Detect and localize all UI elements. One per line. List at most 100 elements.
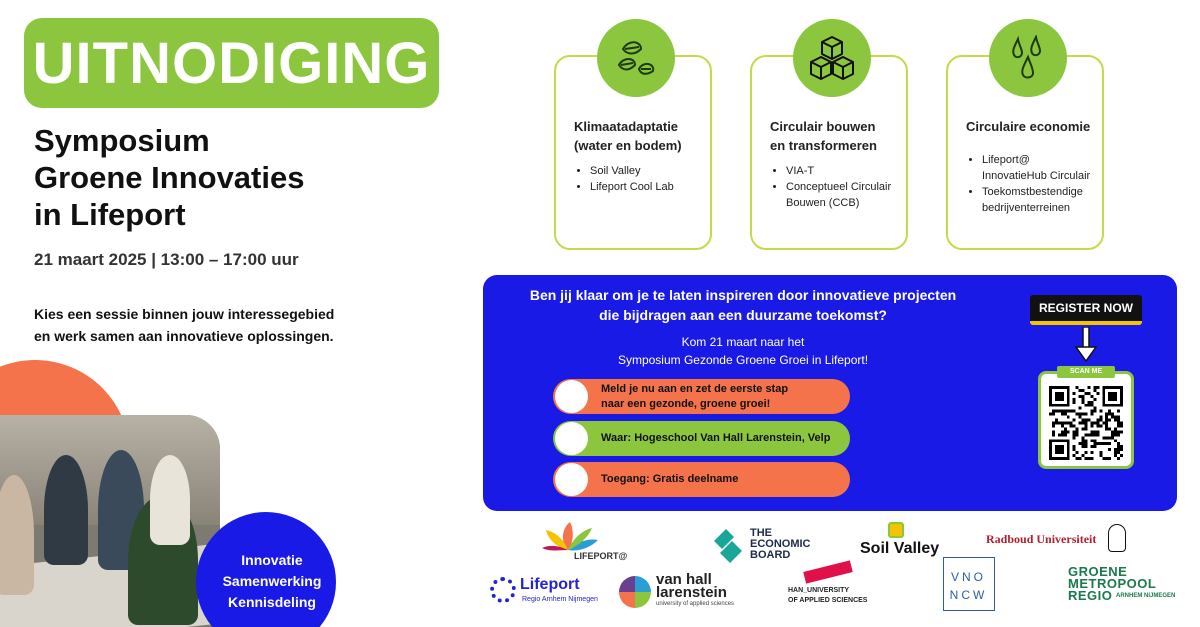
panel-question: Ben jij klaar om je te laten inspireren … — [483, 285, 1003, 325]
logo-text: METROPOOL — [1068, 576, 1157, 591]
logo-subtext: Regio Arnhem Nijmegen — [522, 596, 598, 603]
tags: Innovatie Samenwerking Kennisdeling — [222, 550, 322, 613]
list-item: Soil Valley — [590, 163, 700, 179]
event-date: 21 maart 2025 | 13:00 – 17:00 uur — [34, 250, 299, 269]
panel-sub-line: Kom 21 maart naar het — [681, 335, 805, 349]
logo-economic-board: THE ECONOMIC BOARD — [710, 527, 820, 569]
panel-subtext: Kom 21 maart naar het Symposium Gezonde … — [483, 333, 1003, 369]
intro-text: Kies een sessie binnen jouw interessegeb… — [34, 303, 334, 347]
cta-row-text: Toegang: Gratis deelname — [601, 472, 738, 487]
cta-row-line: naar een gezonde, groene groei! — [601, 397, 771, 410]
lifeport-at-flower-icon — [542, 522, 598, 551]
logo-text: GROENE — [1068, 564, 1128, 579]
soil-valley-icon — [888, 522, 904, 538]
badge-label: UITNODIGING — [32, 30, 431, 96]
session-card-circulaire-economie: Circulaire economie Lifeport@ InnovatieH… — [946, 19, 1104, 250]
cta-row-location: Waar: Hogeschool Van Hall Larenstein, Ve… — [553, 421, 850, 456]
logo-text: van hall — [656, 571, 712, 588]
logo-text: VNO — [950, 570, 986, 584]
logo-text: Radboud Universiteit — [986, 532, 1097, 546]
card-title-line: (water en bodem) — [574, 138, 682, 153]
qr-code[interactable]: SCAN ME — [1038, 366, 1134, 469]
logo-text: THE — [750, 527, 772, 539]
panel-question-line: Ben jij klaar om je te laten inspireren … — [529, 287, 957, 303]
list-item: Lifeport@ InnovatieHub Circulair — [982, 152, 1092, 184]
cta-row-access: Toegang: Gratis deelname — [553, 462, 850, 497]
tag-samenwerking: Samenwerking — [222, 573, 322, 589]
card-title-line: Circulaire economie — [966, 119, 1091, 134]
han-stripe-icon — [803, 560, 853, 584]
card-list: VIA-T Conceptueel Circulair Bouwen (CCB) — [770, 163, 896, 211]
cta-row-line: Meld je nu aan en zet de eerste stap — [601, 382, 789, 395]
qr-code-image — [1049, 386, 1123, 460]
list-item: Lifeport Cool Lab — [590, 179, 700, 195]
lifeport-sun-icon — [490, 577, 516, 603]
decorative-blue-circle — [196, 512, 336, 627]
cta-row-text: Waar: Hogeschool Van Hall Larenstein, Ve… — [601, 431, 830, 446]
van-hall-globe-icon — [619, 576, 651, 608]
radboud-crest-icon — [1108, 524, 1126, 552]
logo-text: BOARD — [750, 549, 791, 561]
logo-text: REGIO — [1068, 588, 1113, 603]
event-title-line: in Lifeport — [34, 197, 186, 232]
event-title-line: Groene Innovaties — [34, 160, 305, 195]
logo-text: OF APPLIED SCIENCES — [788, 597, 868, 604]
logo-text: Soil Valley — [860, 540, 940, 557]
tag-innovatie: Innovatie — [241, 552, 303, 568]
register-now-button[interactable]: REGISTER NOW — [1030, 295, 1142, 325]
logo-radboud: Radboud Universiteit — [986, 524, 1132, 554]
card-title-line: Klimaatadaptatie — [574, 119, 679, 134]
photo-person — [0, 475, 34, 595]
session-card-circulair-bouwen: Circulair bouwen en transformeren VIA-T … — [750, 19, 908, 250]
logo-text: NCW — [949, 588, 988, 602]
session-card-klimaat: Klimaatadaptatie (water en bodem) Soil V… — [554, 19, 712, 250]
scan-me-label: SCAN ME — [1057, 366, 1115, 378]
card-list: Lifeport@ InnovatieHub Circulair Toekoms… — [966, 152, 1092, 216]
photo-person — [44, 455, 88, 565]
logo-lifeport: Lifeport Regio Arnhem Nijmegen — [490, 574, 602, 608]
logo-van-hall-larenstein: van hall larenstein university of applie… — [618, 571, 758, 611]
photo-person — [150, 455, 190, 545]
drops-icon — [989, 19, 1067, 97]
arrow-down-icon — [1075, 327, 1097, 363]
bullet-circle — [555, 422, 588, 455]
bullet-circle — [555, 463, 588, 496]
cta-row-signup[interactable]: Meld je nu aan en zet de eerste stap naa… — [553, 379, 850, 414]
logo-subtext: ARNHEM NIJMEGEN — [1116, 593, 1176, 599]
card-title: Circulaire economie — [966, 117, 1092, 136]
list-item: VIA-T — [786, 163, 896, 179]
list-item: Toekomstbestendige bedrijventerreinen — [982, 184, 1092, 216]
list-item: Conceptueel Circulair Bouwen (CCB) — [786, 179, 896, 211]
logo-vno-ncw: VNO NCW — [943, 557, 995, 611]
workshop-photo — [0, 415, 220, 627]
logo-subtext: university of applied sciences — [656, 601, 735, 607]
event-title: Symposium Groene Innovaties in Lifeport — [34, 122, 414, 233]
panel-question-line: die bijdragen aan een duurzame toekomst? — [599, 307, 887, 323]
leaves-icon — [597, 19, 675, 97]
logo-text: LIFEPORT@ — [574, 551, 628, 561]
card-title-line: Circulair bouwen — [770, 119, 876, 134]
card-title: Circulair bouwen en transformeren — [770, 117, 896, 155]
cubes-icon — [793, 19, 871, 97]
logo-text: larenstein — [656, 584, 727, 601]
logo-han: HAN_UNIVERSITY OF APPLIED SCIENCES — [788, 560, 878, 608]
card-title: Klimaatadaptatie (water en bodem) — [574, 117, 700, 155]
logo-text: Lifeport — [520, 576, 580, 593]
logo-text: HAN_UNIVERSITY — [788, 587, 850, 594]
logo-lifeport-at: LIFEPORT@ — [540, 520, 630, 565]
economic-board-icon — [714, 529, 742, 563]
logo-text: ECONOMIC — [750, 538, 811, 550]
tag-kennisdeling: Kennisdeling — [228, 594, 316, 610]
bullet-circle — [555, 380, 588, 413]
cta-row-line: Toegang: Gratis deelname — [601, 473, 739, 485]
registration-panel: Ben jij klaar om je te laten inspireren … — [483, 275, 1177, 511]
intro-line: Kies een sessie binnen jouw interessegeb… — [34, 306, 335, 322]
logo-groene-metropool: GROENE METROPOOL REGIO ARNHEM NIJMEGEN — [1068, 564, 1176, 606]
card-list: Soil Valley Lifeport Cool Lab — [574, 163, 700, 195]
cta-row-text: Meld je nu aan en zet de eerste stap naa… — [601, 382, 788, 412]
uitnodiging-badge: UITNODIGING — [24, 18, 439, 108]
panel-sub-line: Symposium Gezonde Groene Groei in Lifepo… — [617, 353, 869, 367]
card-title-line: en transformeren — [770, 138, 877, 153]
intro-line: en werk samen aan innovatieve oplossinge… — [34, 328, 334, 344]
event-title-line: Symposium — [34, 123, 210, 158]
